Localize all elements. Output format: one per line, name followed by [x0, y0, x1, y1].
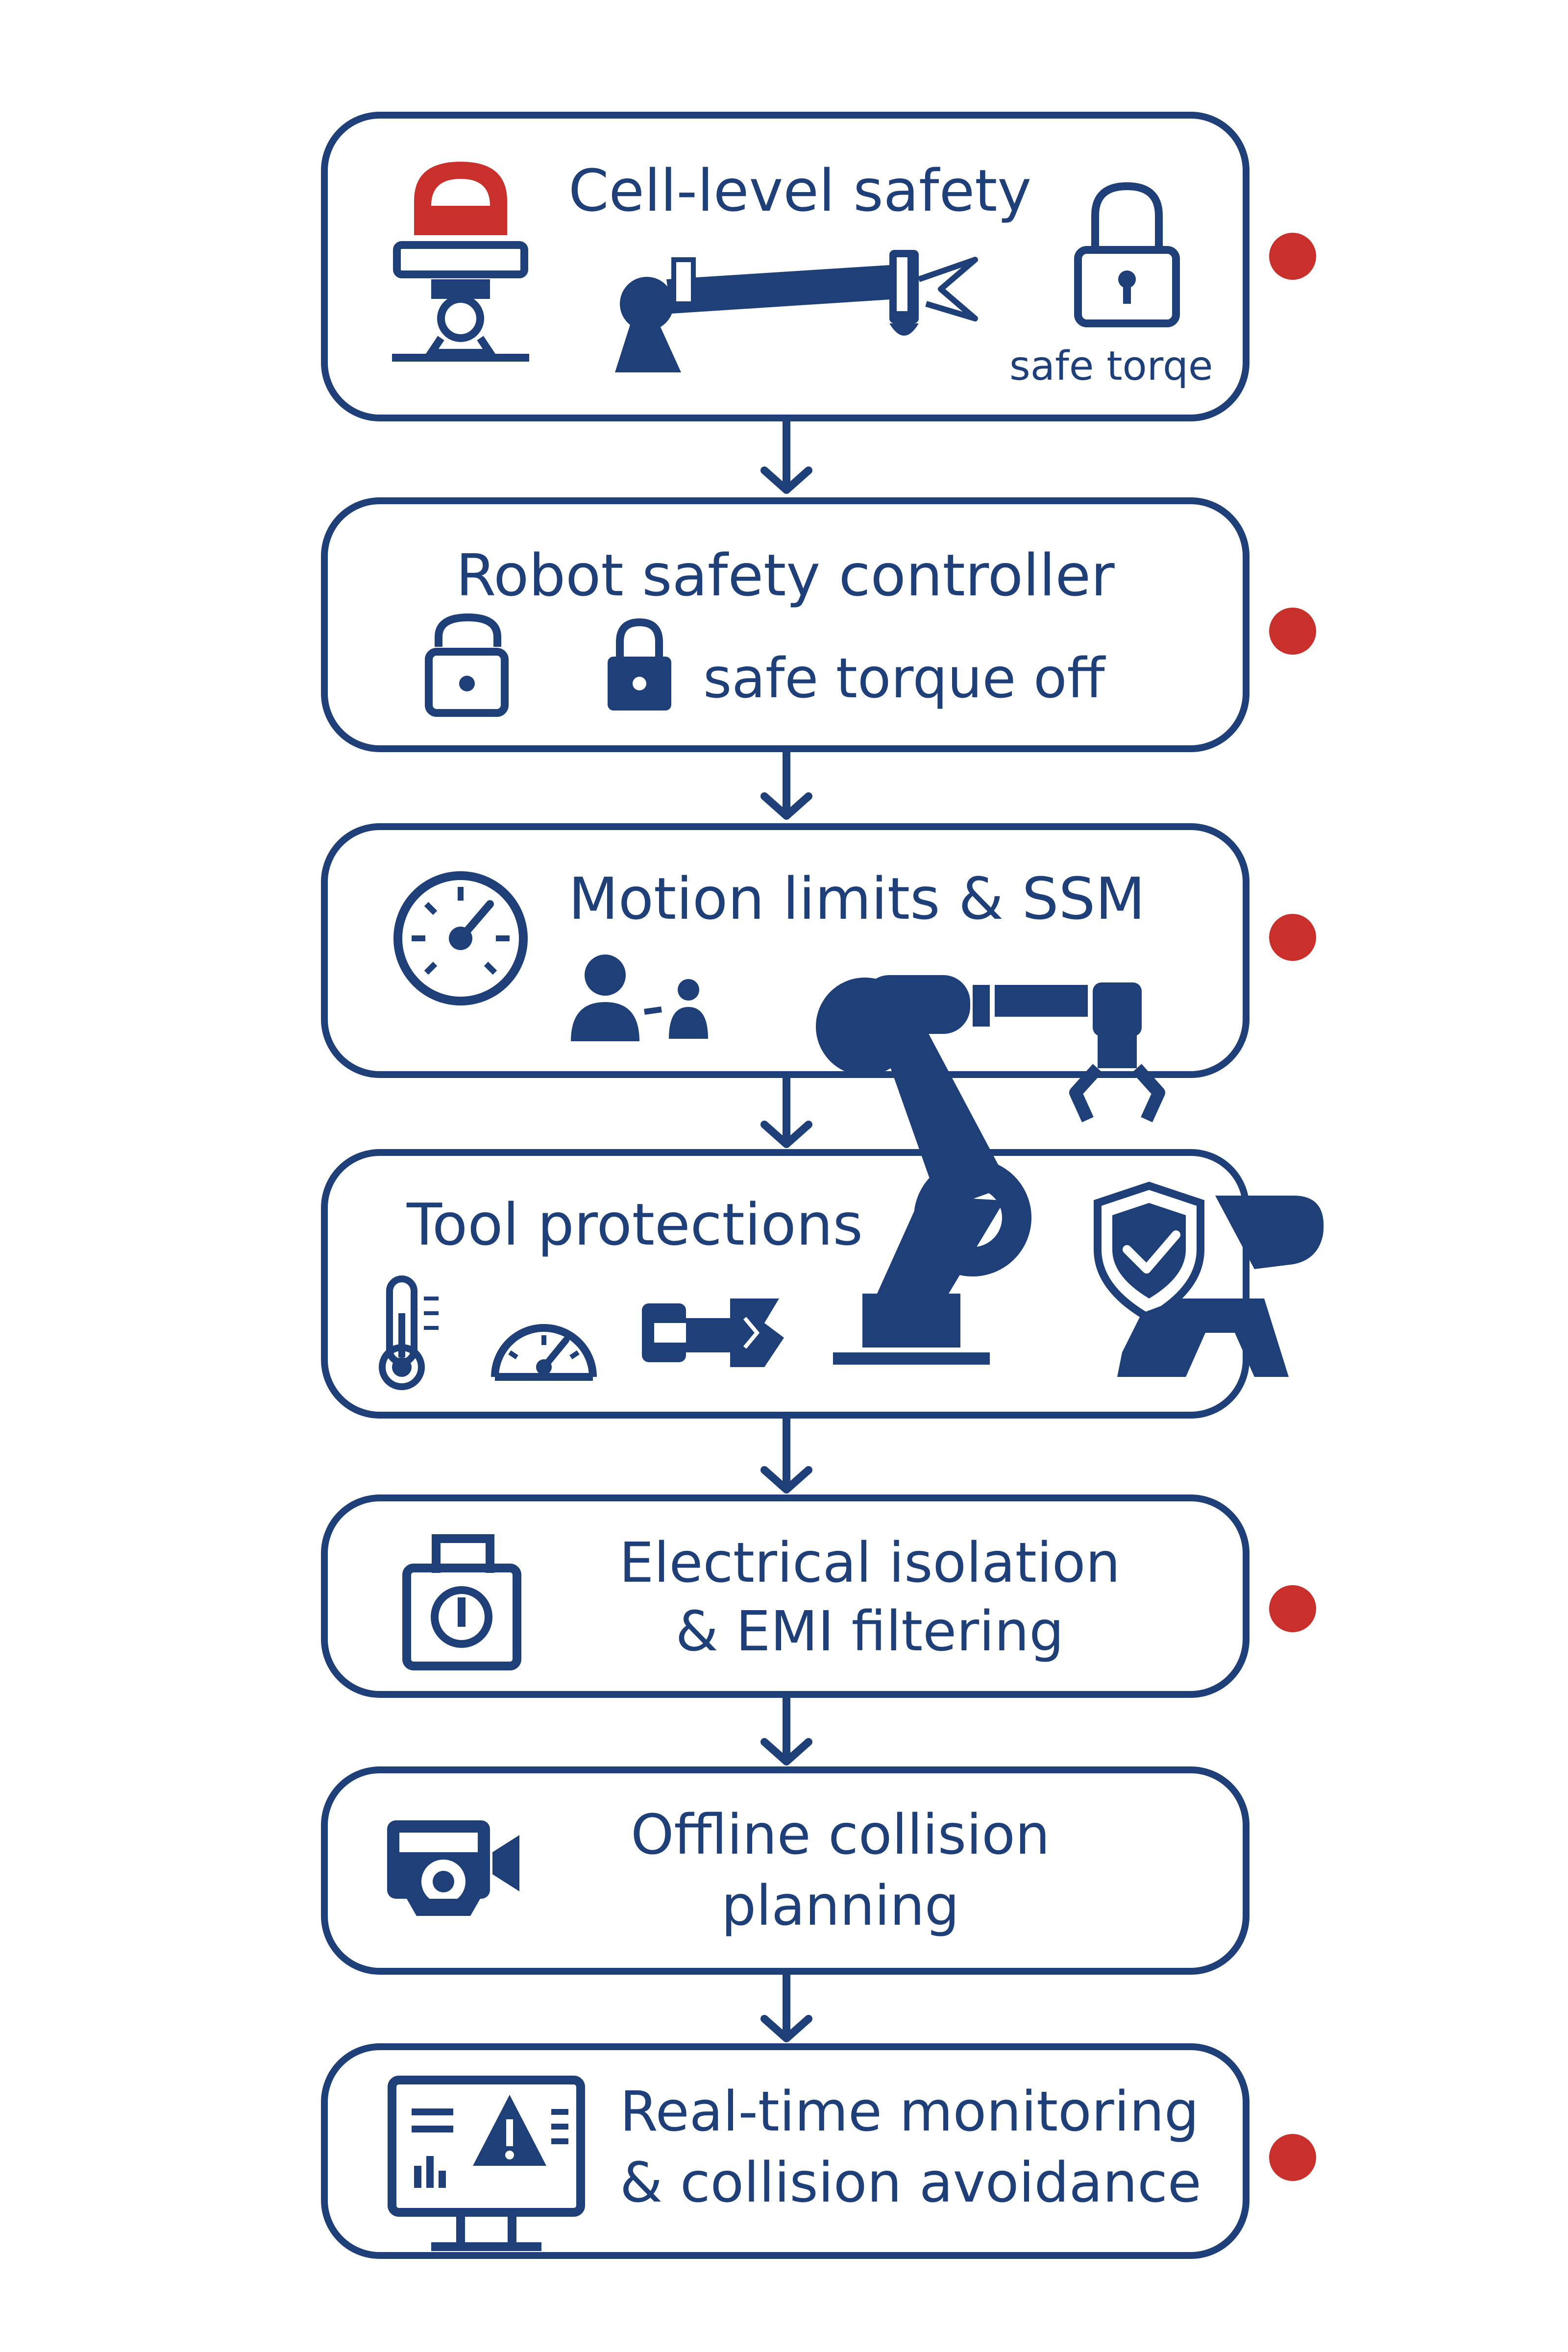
layer-title-offline-line2: planning — [721, 1874, 959, 1938]
status-dot-cell — [1269, 233, 1316, 280]
speedometer-icon — [393, 871, 528, 1005]
gauge-icon — [491, 1324, 597, 1381]
flow-arrow-3 — [764, 1078, 808, 1144]
status-dot-electrical — [1269, 1585, 1316, 1632]
padlock-open-icon — [425, 613, 509, 717]
status-dot-motion — [1269, 914, 1316, 961]
layer-title-tool: Tool protections — [407, 1191, 863, 1258]
layer-sublabel-cell: safe torqe — [1009, 343, 1213, 390]
layer-card-realtime — [321, 2043, 1250, 2259]
layer-title-realtime-line2: & collision avoidance — [620, 2151, 1201, 2215]
padlock-closed-icon — [608, 618, 671, 710]
layer-card-offline — [321, 1766, 1250, 1975]
flow-arrow-6 — [764, 1975, 808, 2038]
status-dot-realtime — [1269, 2134, 1316, 2181]
layer-sublabel-controller: safe torque off — [703, 647, 1105, 710]
thermometer-icon — [379, 1275, 439, 1390]
layer-title-electrical-line2: & EMI filtering — [675, 1600, 1064, 1664]
layer-title-controller: Robot safety controller — [456, 541, 1115, 609]
padlock-icon — [1074, 182, 1180, 327]
flow-arrow-4 — [764, 1419, 808, 1490]
layer-card-motion — [321, 823, 1250, 1078]
camera-icon — [387, 1820, 519, 1916]
layer-title-cell: Cell-level safety — [568, 157, 1032, 224]
robot-arm-icon — [615, 250, 978, 372]
layer-title-realtime-line1: Real-time monitoring — [620, 2080, 1199, 2144]
monitor-warning-icon — [388, 2076, 585, 2251]
broken-tool-icon — [642, 1298, 784, 1367]
collaborative-robot-icon — [816, 975, 1165, 1365]
layer-title-offline-line1: Offline collision — [631, 1803, 1050, 1867]
layer-title-electrical-line1: Electrical isolation — [619, 1531, 1121, 1595]
layer-title-motion: Motion limits & SSM — [568, 865, 1146, 932]
person-distance-icon — [571, 955, 708, 1041]
layer-card-electrical — [321, 1494, 1250, 1698]
flow-arrow-1 — [764, 421, 808, 490]
flow-arrow-2 — [764, 752, 808, 816]
status-dot-controller — [1269, 608, 1316, 655]
layer-card-tool — [321, 1149, 1250, 1419]
isolation-lock-icon — [402, 1534, 521, 1670]
beacon-light-icon — [392, 162, 529, 362]
flow-arrow-5 — [764, 1698, 808, 1762]
layer-card-cell — [321, 112, 1250, 421]
layer-card-controller — [321, 497, 1250, 752]
